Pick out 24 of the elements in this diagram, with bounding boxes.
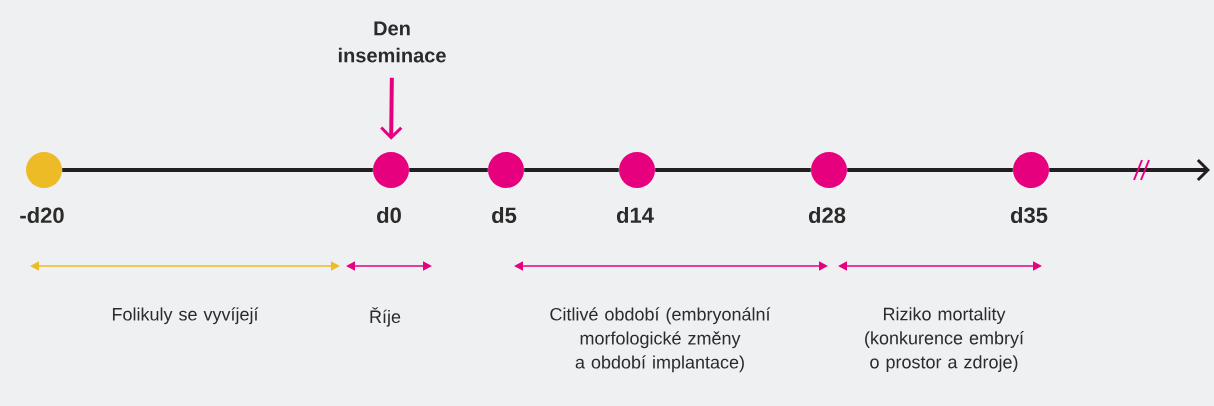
period-label: Folikuly se vyvíjejí — [112, 307, 259, 325]
day-label: d0 — [377, 206, 401, 224]
event-label: Den inseminace — [338, 21, 446, 63]
timeline-dot — [619, 152, 655, 188]
day-label: d14 — [616, 206, 654, 224]
timeline-line — [655, 168, 811, 172]
timeline-dot — [373, 152, 409, 188]
day-label: d35 — [1010, 206, 1048, 224]
period-label: Říje — [370, 307, 401, 327]
period-label: Citlivé období (embryonální morfologické změny a období implantace) — [550, 307, 771, 373]
day-label: d5 — [492, 206, 517, 224]
timeline-dot — [811, 152, 847, 188]
day-label: d28 — [808, 206, 846, 224]
period-label: Riziko mortality (konkurence embryí o prostor a zdroje) — [865, 307, 1024, 372]
timeline-line — [62, 168, 373, 172]
day-label: -d20 — [20, 206, 64, 224]
timeline-dot — [488, 152, 524, 188]
arrow — [380, 77, 403, 140]
timeline-line — [524, 168, 619, 172]
arrow — [1049, 158, 1210, 182]
timeline-line — [847, 168, 1013, 172]
timeline-dot — [1013, 152, 1049, 188]
timeline-dot — [26, 152, 62, 188]
timeline-line — [409, 168, 488, 172]
